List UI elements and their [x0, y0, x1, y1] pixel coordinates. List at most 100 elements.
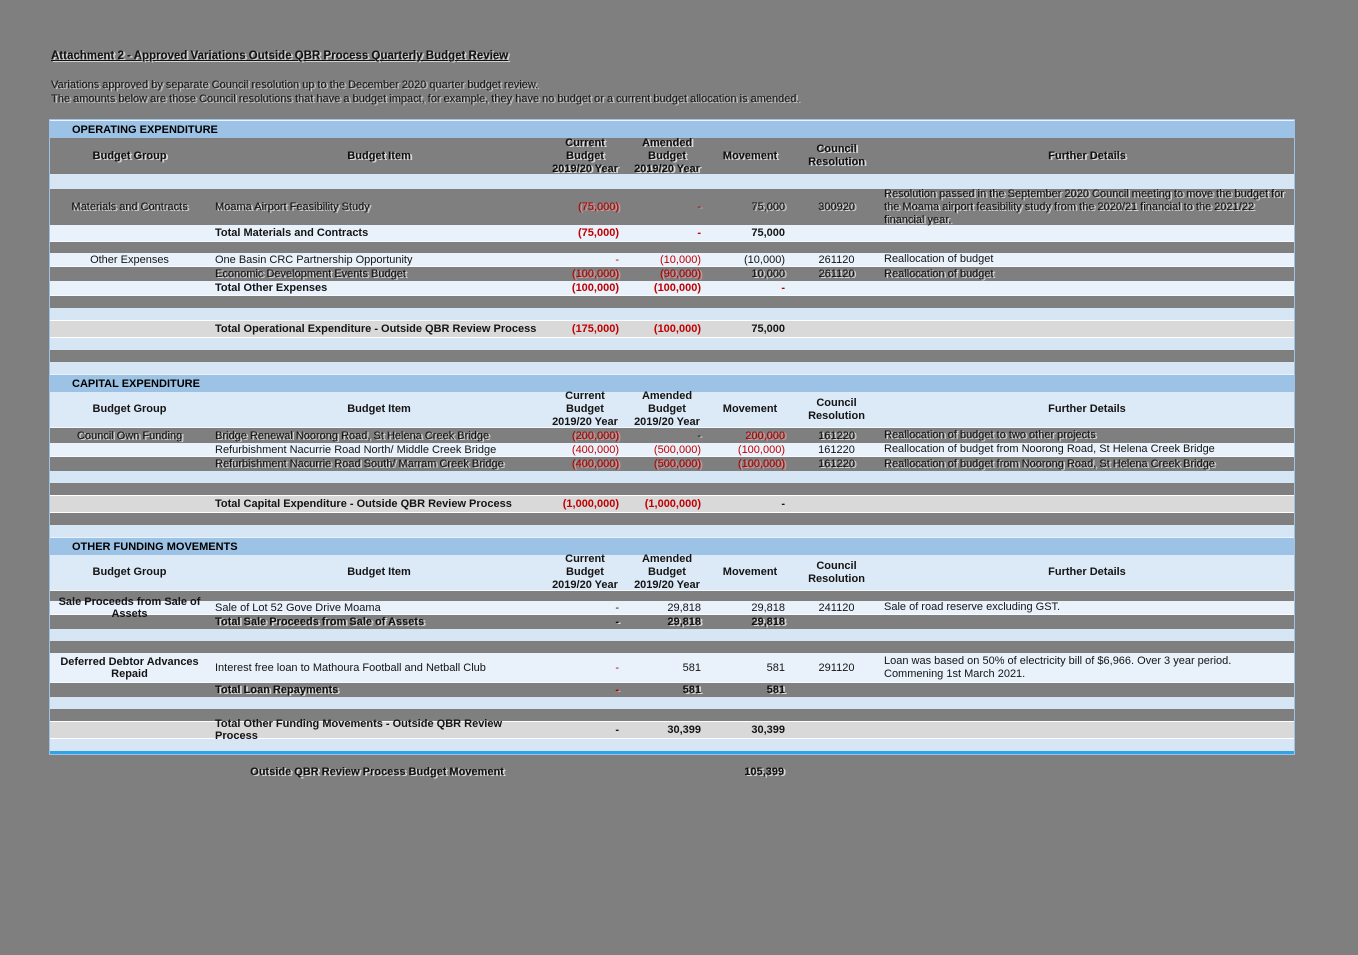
cell-amended-budget: (90,000)	[660, 268, 701, 280]
grand-row: Total Other Funding Movements - Outside …	[50, 718, 1294, 742]
cell-amended-budget: 30,399	[667, 724, 701, 736]
column-header-details: Further Details	[1048, 403, 1126, 415]
cell-council-resolution: 161220	[818, 443, 855, 456]
column-header-movement: Movement	[722, 566, 778, 578]
spacer-row	[50, 483, 1294, 495]
cell-current-budget: -	[615, 724, 619, 736]
cell-budget-item: Total Capital Expenditure - Outside QBR …	[215, 498, 512, 510]
cell-budget-item: Bridge Renewal Noorong Road, St Helena C…	[215, 429, 489, 442]
column-header-resolution: Council Resolution	[808, 396, 865, 422]
cell-current-budget: (75,000)	[578, 227, 619, 239]
cell-current-budget: -	[615, 601, 619, 614]
cell-current-budget: -	[615, 661, 619, 674]
cell-current-budget: (400,000)	[571, 443, 619, 456]
column-header-group: Budget Group	[92, 149, 167, 162]
column-header-current: Current Budget 2019/20 Year	[552, 553, 618, 591]
intro-line-2: The amounts below are those Council reso…	[51, 93, 800, 105]
cell-current-budget: (400,000)	[571, 458, 619, 470]
cell-further-details: Reallocation of budget from Noorong Road…	[884, 443, 1215, 455]
cell-movement: 30,399	[751, 724, 785, 736]
cell-current-budget: (175,000)	[571, 323, 619, 335]
cell-amended-budget: (500,000)	[653, 458, 701, 470]
table-row: Refurbishment Nacurrie Road North/ Middl…	[50, 443, 1294, 457]
cell-budget-item: Refurbishment Nacurrie Road South/ Marra…	[215, 458, 504, 470]
column-header-amended: Amended Budget 2019/20 Year	[634, 136, 700, 175]
spacer-row	[50, 525, 1294, 537]
cell-movement: 581	[766, 661, 785, 674]
column-header-resolution: Council Resolution	[808, 143, 865, 168]
column-header-resolution: Council Resolution	[808, 559, 865, 585]
page-title: Attachment 2 - Approved Variations Outsi…	[51, 50, 509, 62]
column-header-details: Further Details	[1048, 149, 1126, 162]
table-row: Materials and Contracts Moama Airport Fea…	[50, 187, 1294, 226]
cell-movement: 581	[766, 684, 785, 696]
cell-movement: -	[781, 498, 785, 510]
cell-budget-group: Other Expenses	[90, 253, 169, 266]
cell-further-details: Resolution passed in the September 2020 …	[884, 187, 1284, 226]
cell-current-budget: (75,000)	[578, 201, 619, 213]
cell-current-budget: -	[615, 616, 619, 628]
column-header-movement: Movement	[722, 403, 778, 415]
cell-amended-budget: (100,000)	[653, 282, 701, 294]
cell-movement: 75,000	[751, 201, 785, 213]
spacer-row	[50, 242, 1294, 253]
cell-current-budget: (100,000)	[571, 282, 619, 294]
grand-row: Total Capital Expenditure - Outside QBR …	[50, 495, 1294, 513]
cell-amended-budget: -	[697, 201, 701, 213]
spacer-row	[50, 513, 1294, 525]
cell-budget-group: Materials and Contracts	[71, 201, 188, 213]
column-header-item: Budget Item	[347, 149, 411, 162]
cell-budget-item: Refurbishment Nacurrie Road North/ Middl…	[215, 443, 497, 456]
cell-council-resolution: 291120	[818, 661, 855, 674]
cell-council-resolution: 161220	[818, 458, 855, 470]
section-header-1: CAPITAL EXPENDITURE	[50, 374, 1294, 392]
cell-budget-group: Council Own Funding	[76, 429, 183, 442]
spacer-row	[50, 350, 1294, 362]
column-header-details: Further Details	[1048, 566, 1126, 578]
cell-movement: 10,000	[751, 268, 785, 280]
column-header-current: Current Budget 2019/20 Year	[552, 136, 618, 175]
cell-budget-item: Total Operational Expenditure - Outside …	[215, 323, 537, 335]
cell-amended-budget: (100,000)	[653, 323, 701, 335]
spacer-row	[50, 308, 1294, 320]
spacer-row	[50, 338, 1294, 350]
cell-budget-group: Sale Proceeds from Sale of Assets	[58, 595, 201, 620]
cell-further-details: Reallocation of budget from Noorong Road…	[884, 457, 1215, 470]
cell-further-details: Sale of road reserve excluding GST.	[884, 601, 1061, 613]
column-header-amended: Amended Budget 2019/20 Year	[634, 553, 700, 591]
total-row: Total Materials and Contracts(75,000)-75…	[50, 225, 1294, 242]
cell-amended-budget: (1,000,000)	[644, 498, 701, 510]
spacer-row	[50, 697, 1294, 709]
table-row: Economic Development Events Budget(100,0…	[50, 267, 1294, 281]
cell-movement: 29,818	[751, 616, 785, 628]
cell-amended-budget: 581	[682, 661, 701, 674]
cell-current-budget: -	[615, 253, 619, 266]
cell-budget-item: Total Sale Proceeds from Sale of Assets	[215, 616, 425, 628]
cell-budget-item: Moama Airport Feasibility Study	[215, 201, 370, 213]
spacer-row	[50, 629, 1294, 641]
cell-current-budget: (1,000,000)	[562, 498, 619, 510]
cell-movement: 75,000	[751, 323, 785, 335]
cell-amended-budget: (10,000)	[660, 253, 701, 266]
cell-movement: (10,000)	[744, 253, 785, 266]
table-row: Refurbishment Nacurrie Road South/ Marra…	[50, 457, 1294, 471]
spacer-row	[50, 174, 1294, 189]
column-header-group: Budget Group	[92, 566, 167, 578]
cell-movement: (100,000)	[737, 443, 785, 456]
cell-council-resolution: 261120	[818, 253, 855, 266]
section-header-0: OPERATING EXPENDITURE	[50, 120, 1294, 138]
spacer-row	[50, 471, 1294, 483]
total-row: Total Sale Proceeds from Sale of Assets -…	[50, 615, 1294, 629]
footer-summary-value: 105,399	[744, 766, 784, 778]
cell-budget-item: Interest free loan to Mathoura Football …	[215, 661, 486, 674]
cell-amended-budget: 29,818	[667, 616, 701, 628]
cell-council-resolution: 161220	[818, 429, 855, 442]
cell-amended-budget: -	[697, 227, 701, 239]
cell-council-resolution: 241120	[818, 601, 855, 614]
footer-summary-label: Outside QBR Review Process Budget Moveme…	[250, 766, 504, 778]
cell-movement: -	[781, 282, 785, 294]
column-header-movement: Movement	[722, 149, 778, 162]
table-row: Sale Proceeds from Sale of Assets Sale of…	[50, 596, 1294, 620]
